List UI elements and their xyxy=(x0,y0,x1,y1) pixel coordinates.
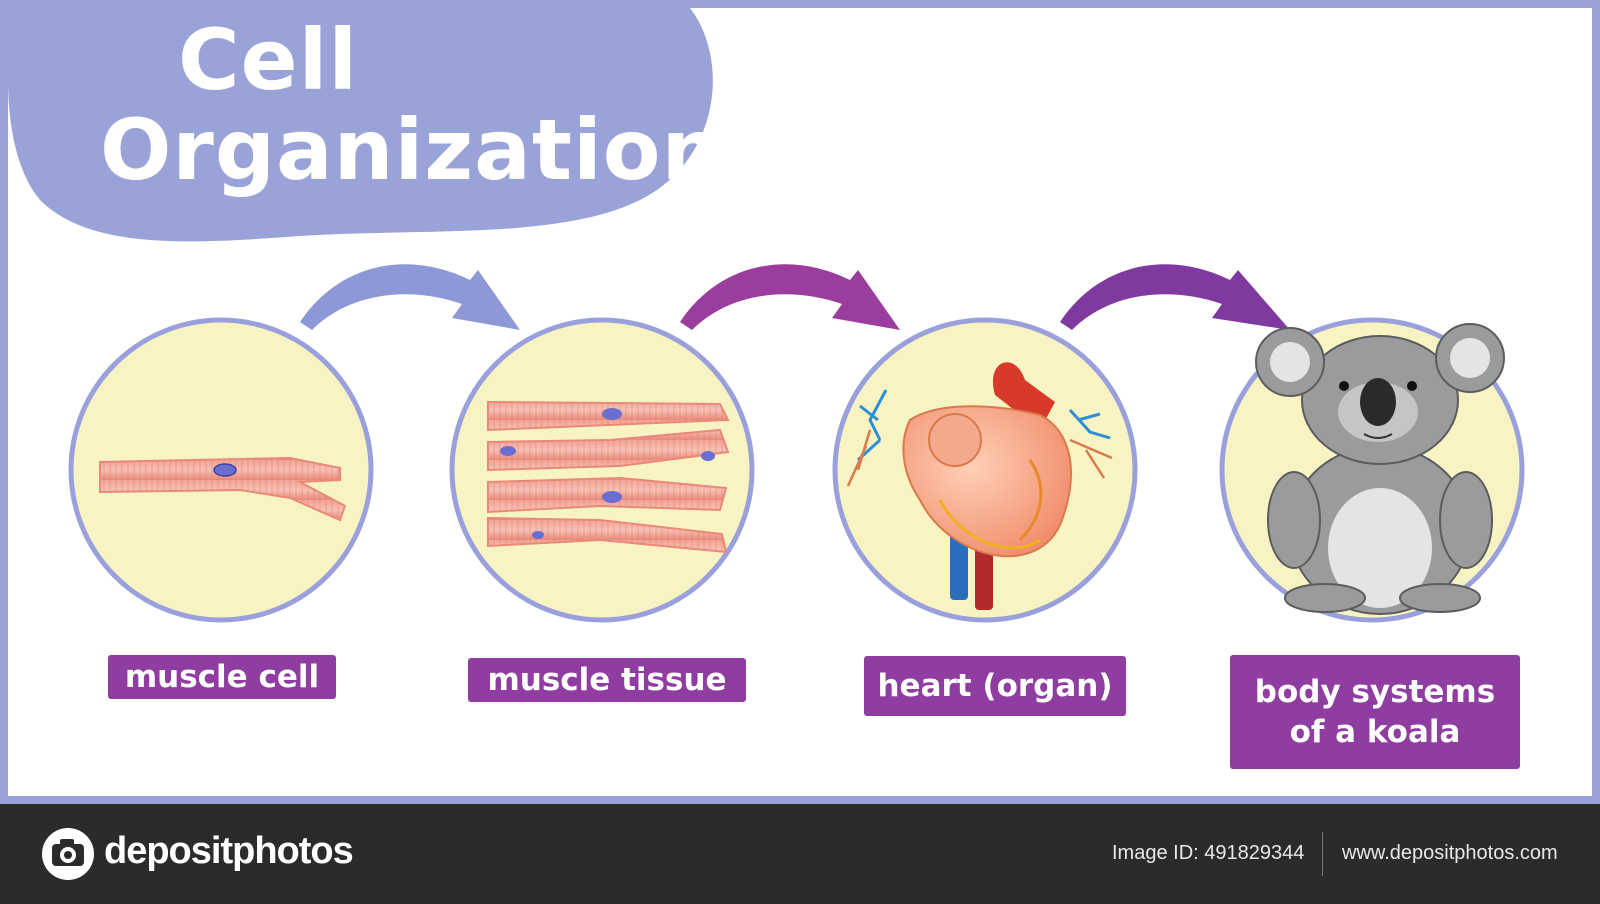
stage-label-body-systems: body systems of a koala xyxy=(1230,655,1520,769)
arrow-2 xyxy=(680,264,900,330)
image-id-text: Image ID: 491829344 xyxy=(1112,842,1305,864)
title-line-2: Organization xyxy=(100,101,723,199)
page-title: Cell Organization xyxy=(100,11,723,199)
footer-divider xyxy=(1322,832,1323,876)
arrow-1 xyxy=(300,264,520,330)
title-line-1: Cell xyxy=(178,11,359,109)
title-blob xyxy=(8,8,713,242)
arrow-3 xyxy=(1060,264,1290,330)
diagram-art xyxy=(8,8,1525,623)
stage-label-muscle-cell: muscle cell xyxy=(108,655,336,699)
stage-label-muscle-tissue: muscle tissue xyxy=(468,658,746,702)
brand-logo-text: depositphotos xyxy=(104,830,354,872)
heart-illustration xyxy=(846,362,1113,610)
website-link[interactable]: www.depositphotos.com xyxy=(1342,842,1558,864)
koala-illustration xyxy=(1255,323,1505,615)
stage-label-heart: heart (organ) xyxy=(864,656,1126,716)
footer-bar: depositphotos Image ID: 491829344 www.de… xyxy=(0,804,1600,904)
camera-icon xyxy=(42,828,94,880)
muscle-tissue-illustration xyxy=(487,400,730,554)
muscle-cell-illustration xyxy=(99,456,347,522)
